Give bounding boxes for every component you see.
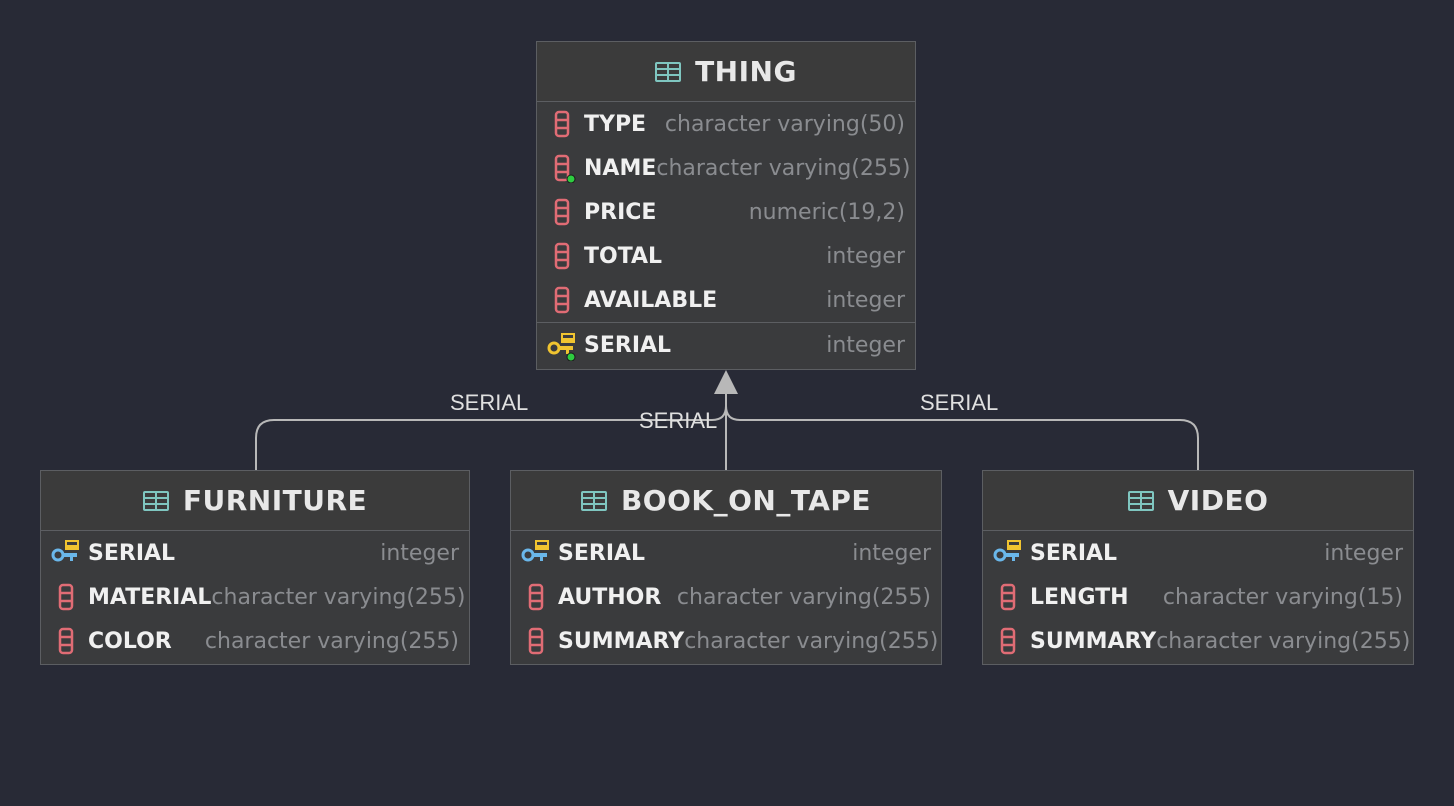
- column-name: SERIAL: [1030, 540, 1118, 566]
- key-column-row[interactable]: SERIAL integer: [983, 531, 1413, 575]
- column-name: PRICE: [584, 199, 657, 225]
- key-column-row[interactable]: SERIAL integer: [511, 531, 941, 575]
- column-type: integer: [380, 540, 459, 566]
- entity-book-on-tape[interactable]: BOOK_ON_TAPE SERIAL integer AUTHOR chara…: [510, 470, 942, 665]
- entity-header[interactable]: THING: [537, 42, 915, 102]
- relation-line-video[interactable]: [725, 392, 1199, 470]
- column-row[interactable]: TYPE character varying(50): [537, 102, 915, 146]
- entity-header[interactable]: VIDEO: [983, 471, 1413, 531]
- relation-label-furniture: SERIAL: [450, 390, 529, 415]
- inheritance-arrowhead: [714, 370, 738, 394]
- column-icon: [554, 242, 570, 270]
- table-icon: [655, 61, 682, 82]
- column-icon: [58, 583, 74, 611]
- column-icon: [554, 286, 570, 314]
- table-icon: [142, 490, 169, 511]
- primary-key-icon: [521, 540, 549, 562]
- entity-title: VIDEO: [1167, 484, 1269, 517]
- column-name: SUMMARY: [558, 628, 685, 654]
- entity-header[interactable]: FURNITURE: [41, 471, 469, 531]
- primary-key-icon: [993, 540, 1021, 562]
- entity-video[interactable]: VIDEO SERIAL integer LENGTH character va…: [982, 470, 1414, 665]
- relation-label-video: SERIAL: [920, 390, 999, 415]
- entity-thing[interactable]: THING TYPE character varying(50) NAME ch…: [536, 41, 916, 370]
- entity-title: FURNITURE: [182, 484, 368, 517]
- column-row[interactable]: AVAILABLE integer: [537, 278, 915, 322]
- column-icon: [1000, 583, 1016, 611]
- column-type: integer: [852, 540, 931, 566]
- column-icon: [528, 627, 544, 655]
- entity-header[interactable]: BOOK_ON_TAPE: [511, 471, 941, 531]
- column-row[interactable]: SUMMARY character varying(255): [983, 619, 1413, 663]
- table-icon: [1127, 490, 1154, 511]
- column-type: character varying(255): [684, 628, 939, 654]
- column-name: TOTAL: [584, 243, 663, 269]
- primary-key-icon: [547, 332, 576, 361]
- primary-key-icon: [51, 540, 79, 562]
- column-type: integer: [826, 243, 905, 269]
- key-column-row[interactable]: SERIAL integer: [537, 322, 915, 368]
- table-icon: [580, 490, 607, 511]
- entity-title: THING: [695, 55, 797, 88]
- column-name: SERIAL: [584, 333, 672, 358]
- key-column-row[interactable]: SERIAL integer: [41, 531, 469, 575]
- column-row[interactable]: SUMMARY character varying(255): [511, 619, 941, 663]
- column-row[interactable]: TOTAL integer: [537, 234, 915, 278]
- column-name: TYPE: [584, 111, 647, 137]
- column-row[interactable]: COLOR character varying(255): [41, 619, 469, 663]
- column-icon: [554, 110, 570, 138]
- column-row[interactable]: PRICE numeric(19,2): [537, 190, 915, 234]
- relation-label-book-on-tape: SERIAL: [639, 408, 718, 433]
- column-name: SERIAL: [558, 540, 646, 566]
- column-name: COLOR: [88, 628, 172, 654]
- column-row[interactable]: AUTHOR character varying(255): [511, 575, 941, 619]
- column-type: character varying(255): [1156, 628, 1411, 654]
- entity-furniture[interactable]: FURNITURE SERIAL integer MATERIAL charac…: [40, 470, 470, 665]
- column-row[interactable]: MATERIAL character varying(255): [41, 575, 469, 619]
- column-type: integer: [826, 287, 905, 313]
- column-type: numeric(19,2): [748, 199, 905, 225]
- column-name: MATERIAL: [88, 584, 212, 610]
- column-type: character varying(15): [1162, 584, 1403, 610]
- column-type: integer: [1324, 540, 1403, 566]
- column-type: character varying(50): [664, 111, 905, 137]
- column-name: NAME: [584, 155, 657, 181]
- column-icon: [58, 627, 74, 655]
- column-name: AUTHOR: [558, 584, 662, 610]
- column-name: LENGTH: [1030, 584, 1129, 610]
- column-type: character varying(255): [656, 155, 911, 181]
- entity-title: BOOK_ON_TAPE: [620, 484, 872, 517]
- column-icon: [554, 198, 570, 226]
- column-icon: [528, 583, 544, 611]
- column-type: character varying(255): [204, 628, 459, 654]
- column-type: character varying(255): [676, 584, 931, 610]
- column-name: SERIAL: [88, 540, 176, 566]
- column-name: AVAILABLE: [584, 287, 718, 313]
- column-row[interactable]: LENGTH character varying(15): [983, 575, 1413, 619]
- column-icon: [1000, 627, 1016, 655]
- column-type: integer: [826, 333, 905, 358]
- column-icon: [554, 154, 576, 183]
- column-row[interactable]: NAME character varying(255): [537, 146, 915, 190]
- column-type: character varying(255): [211, 584, 466, 610]
- column-name: SUMMARY: [1030, 628, 1157, 654]
